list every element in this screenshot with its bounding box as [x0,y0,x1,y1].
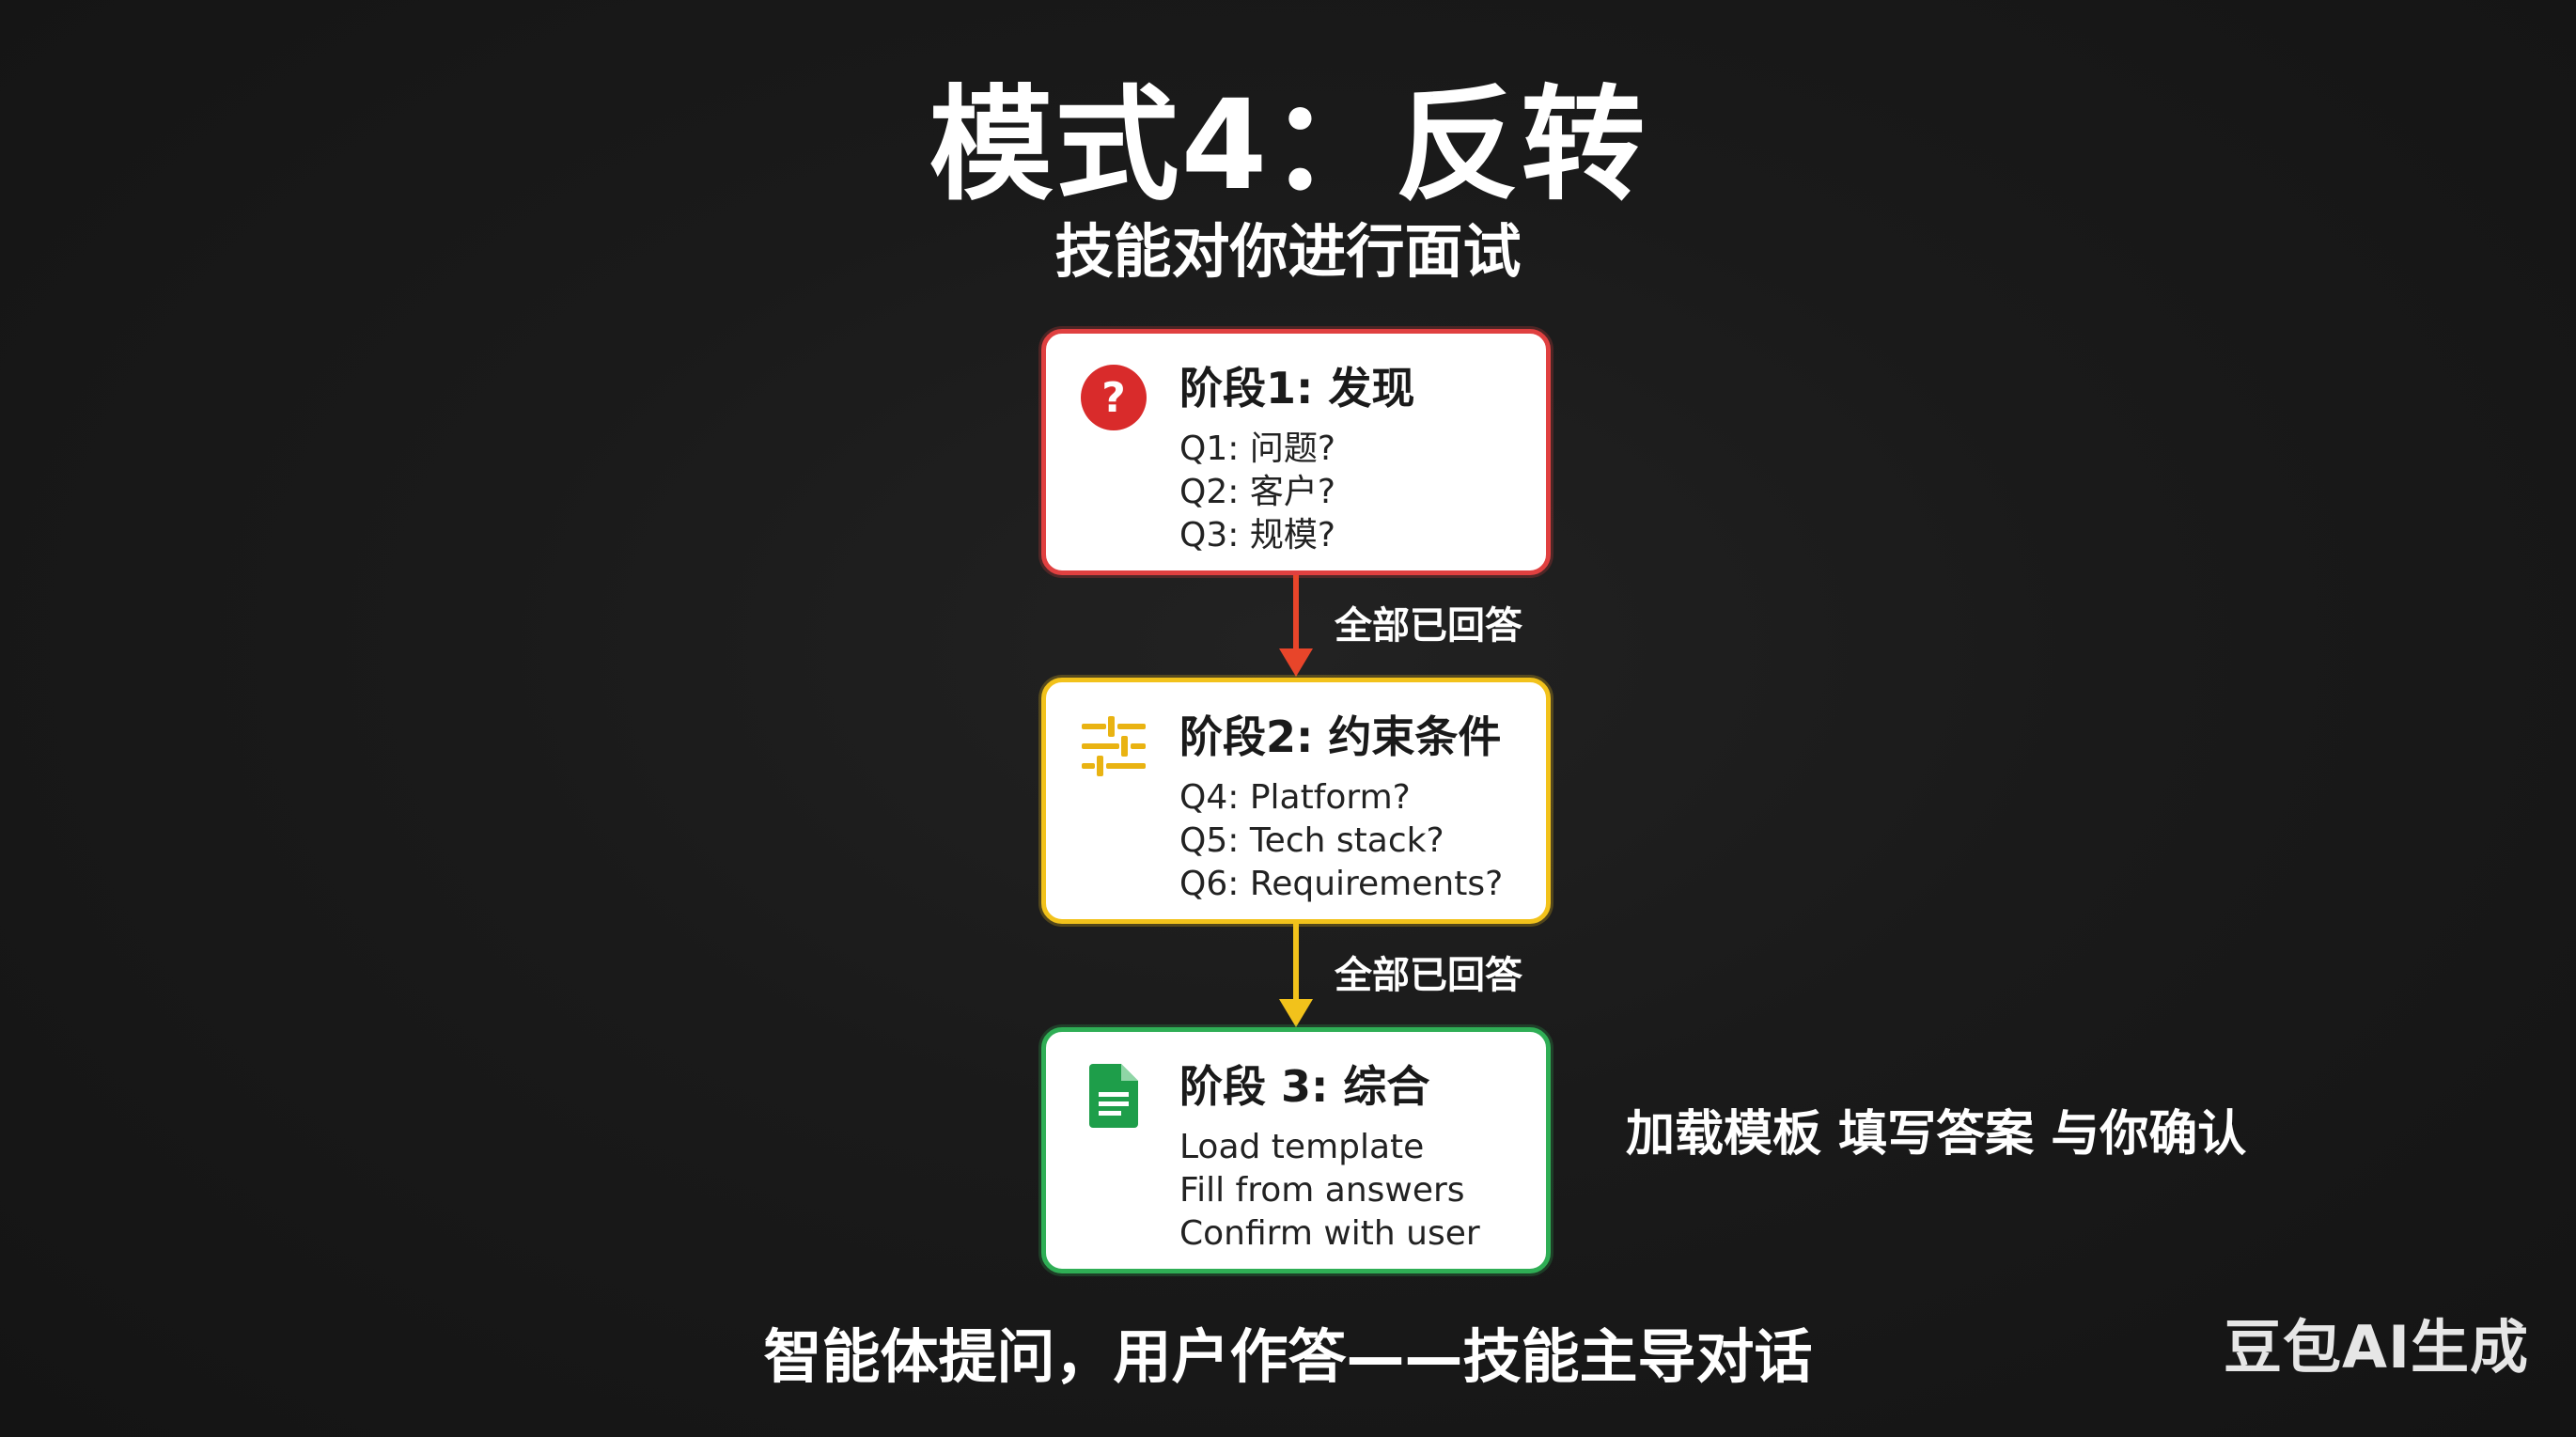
stage-question: Q5: Tech stack? [1179,821,1444,860]
stage-question: Q3: 规模? [1179,516,1335,554]
stage-step: Load template [1179,1128,1425,1166]
svg-text:?: ? [1101,374,1126,422]
document-icon [1080,1062,1147,1130]
stage-question: Q1: 问题? [1179,430,1335,468]
slide-caption: 智能体提问，用户作答——技能主导对话 [763,1322,1813,1391]
stage-step: Confirm with user [1179,1214,1480,1253]
stage-step-list: Load template Fill from answers Confirm … [1179,1126,1480,1256]
question-circle-icon: ? [1080,364,1147,431]
stage-question-list: Q4: Platform? Q5: Tech stack? Q6: Requir… [1179,776,1503,906]
stage-heading: 阶段2: 约束条件 [1179,711,1502,762]
watermark-logo: 豆包AI生成 [2224,1313,2530,1382]
stage-card-constraints: 阶段2: 约束条件 Q4: Platform? Q5: Tech stack? … [1041,678,1551,924]
stage-question-list: Q1: 问题? Q2: 客户? Q3: 规模? [1179,428,1335,557]
arrow-line [1293,924,1299,1001]
arrow-line [1293,575,1299,650]
sliders-icon [1080,712,1147,780]
stage-question: Q4: Platform? [1179,778,1411,817]
slide-subtitle: 技能对你进行面试 [1054,217,1522,286]
stage-question: Q6: Requirements? [1179,865,1504,903]
stage-card-discovery: ? 阶段1: 发现 Q1: 问题? Q2: 客户? Q3: 规模? [1041,329,1551,575]
slide-title: 模式4：反转 [929,73,1647,218]
stage-card-synthesis: 阶段 3: 综合 Load template Fill from answers… [1041,1027,1551,1273]
connector-label: 全部已回答 [1335,954,1522,997]
stage-step: Fill from answers [1179,1171,1465,1210]
stage-question: Q2: 客户? [1179,473,1335,511]
arrow-down-icon [1279,648,1313,677]
stage-heading: 阶段 3: 综合 [1179,1061,1430,1112]
arrow-down-icon [1279,999,1313,1027]
stage-heading: 阶段1: 发现 [1179,363,1415,414]
connector-label: 全部已回答 [1335,604,1522,648]
side-note: 加载模板 填写答案 与你确认 [1626,1106,2247,1163]
